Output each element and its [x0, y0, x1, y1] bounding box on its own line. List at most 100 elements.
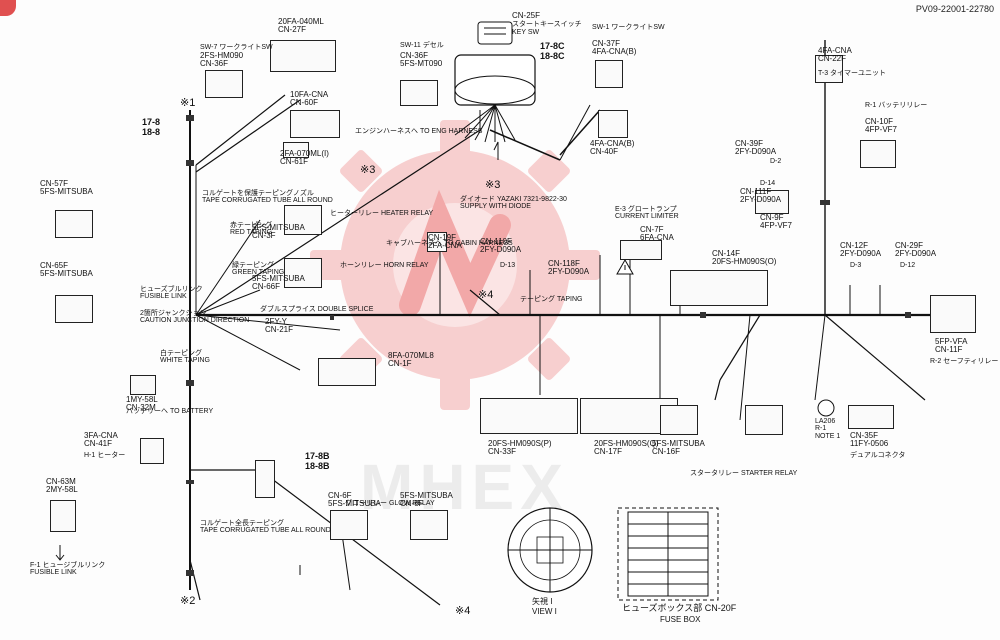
connector-label-cn7f: CN-7F 6FA-CNA: [640, 225, 674, 243]
note-heater-relay: ヒーターリレー HEATER RELAY: [330, 210, 434, 217]
connector-label-cn60f: 10FA-CNA CN-60F: [290, 90, 329, 108]
connector-box-cn33f: [480, 398, 578, 434]
note-double-splice: ダブルスプライス DOUBLE SPLICE: [260, 306, 374, 313]
connector-label-cn11f: 5FP-VFA CN-11F: [935, 337, 968, 355]
connector-label-cn16f: 5FS-MITSUBA CN-16F: [652, 439, 705, 457]
connector-box-cn37f: [595, 60, 623, 88]
connector-box-cn65f: [55, 295, 93, 323]
connector-label-cn110f: CN-110F 2FY-D090A: [480, 237, 522, 255]
connector-box-cn41f: [140, 438, 164, 464]
note-d3: D-3: [850, 262, 862, 269]
connector-sub-cn37f: SW-1 ワークライトSW: [592, 24, 665, 31]
connector-label-cn57f: CN-57F 5FS-MITSUBA: [40, 179, 93, 197]
corner-tab-icon: [0, 0, 16, 16]
note-tape-corrugated-2: コルゲート全長テーピング TAPE CORRUGATED TUBE ALL RO…: [200, 520, 331, 535]
view-label-en: VIEW I: [532, 607, 557, 616]
connector-label-cn40f: 4FA-CNA(B) CN-40F: [590, 139, 635, 157]
connector-label-la206: LA206 R-1 NOTE 1: [815, 418, 841, 440]
connector-box-cn11f: [930, 295, 976, 333]
note-taping: テーピング TAPING: [520, 296, 583, 303]
fusebox-label-jp: ヒューズボックス部 CN-20F: [622, 603, 737, 613]
connector-box-cn66f: [284, 258, 322, 288]
view-label-jp: 矢視 I: [532, 597, 553, 606]
ref-mark-x2: ※2: [180, 595, 196, 607]
connector-label-cn22f: 4FA-CNA CN-22F: [818, 46, 852, 64]
connector-box-cn8f: [410, 510, 448, 540]
connector-box-cn9f: [755, 190, 789, 214]
note-d12: D-12: [900, 262, 916, 269]
ref-label-17-8b: 17-8B: [305, 451, 330, 461]
connector-box-cn20f: [255, 460, 275, 498]
note-d13: D-13: [500, 262, 516, 269]
connector-box-cn40f: [598, 110, 628, 138]
connector-label-cn61f: 2FA-070ML(I) CN-61F: [280, 149, 329, 167]
connector-label-cn17f: 20FS-HM090S(Q) CN-17F: [594, 439, 659, 457]
note-to-battery: バッテリーへ TO BATTERY: [126, 408, 214, 415]
connector-label-cn39f: CN-39F 2FY-D090A: [735, 139, 777, 157]
connector-box-cn6f: [330, 510, 368, 540]
connector-label-cn19f: CN-19F 2FA-CNA: [428, 233, 462, 251]
connector-sub-cn35f: デュアルコネクタ: [850, 452, 906, 459]
connector-box-cn8fb: [745, 405, 783, 435]
note-to-eng-harness: エンジンハーネスへ TO ENG HARNESS: [355, 128, 483, 135]
note-d14: D-14: [760, 180, 776, 187]
connector-label-cn111f: CN-111F 2FY-D090A: [740, 187, 782, 205]
note-starter-relay: スタータリレー STARTER RELAY: [690, 470, 798, 477]
fusebox-label-en: FUSE BOX: [660, 615, 701, 624]
note-glow-relay: グローリレー GLOW RELAY: [345, 500, 435, 507]
note-to-cabin-harness: キャブハーネスへ TO CABIN HARNESS: [386, 240, 513, 247]
connector-box-cn10f: [860, 140, 896, 168]
ref-label-18-8: 18-8: [142, 127, 161, 137]
connector-label-cn10f: CN-10F 4FP-VF7: [865, 117, 898, 135]
note-d2: D-2: [770, 158, 782, 165]
ref-label-17-8c: 17-8C: [540, 41, 565, 51]
page-id: PV09-22001-22780: [915, 4, 994, 14]
note-junction-direction: 2箇所ジャンクション CAUTION JUNCTION DIRECTION: [140, 310, 250, 325]
connector-label-cn9f: CN-9F 4FP-VF7: [760, 213, 793, 231]
ref-mark-x3a: ※3: [360, 164, 376, 176]
note-tape-corrugated: コルゲートを保護テーピングノズル TAPE CORRUGATED TUBE AL…: [202, 190, 333, 205]
note-red-taping: 赤テーピング RED TAPING: [230, 222, 273, 237]
connector-box-cn27f: [270, 40, 336, 72]
connector-box-cn14f: [670, 270, 768, 306]
ref-mark-x1: ※1: [180, 97, 196, 109]
connector-sub-cn41f: H-1 ヒーター: [84, 452, 126, 459]
connector-label-cn21f: 2FY-Y CN-21F: [265, 317, 294, 335]
connector-label-cn27f: 20FA-040ML CN-27F: [278, 17, 324, 35]
connector-box-cn22f: [815, 55, 843, 83]
connector-box-cn63m: [50, 500, 76, 532]
ref-label-18-8c: 18-8C: [540, 51, 565, 61]
connector-box-cn57f: [55, 210, 93, 238]
connector-label-cn118f: CN-118F 2FY-D090A: [548, 259, 590, 277]
connector-label-cn35f: CN-35F 11FY-0506: [850, 431, 889, 449]
connector-label-cn41f: 3FA-CNA CN-41F: [84, 431, 118, 449]
connector-label-cn3f: 5FS-MITSUBA CN-3F: [252, 223, 305, 241]
connector-label-cn6f: CN-6F 5FS-MITSUBA: [328, 491, 381, 509]
connector-box-cn1f: [318, 358, 376, 386]
connector-box-cn35f: [848, 405, 894, 429]
connector-sub-cn36f: SW-7 ワークライトSW: [200, 44, 273, 51]
connector-label-cn36fb: CN-36F 5FS-MT090: [400, 51, 443, 69]
connector-box-cn36f: [205, 70, 243, 98]
note-diode: ダイオード YAZAKI 7321-9822-30 SUPPLY WITH DI…: [460, 196, 567, 211]
connector-box-cn61f: [283, 142, 309, 158]
connector-box-cn36fb: [400, 80, 438, 106]
connector-sub-cn11f: R-2 セーフティリレー: [930, 358, 999, 365]
connector-label-cn25f: CN-25F: [512, 11, 541, 20]
connector-sub-cn10f: R-1 バッテリリレー: [865, 102, 928, 109]
connector-label-cn36f: 2FS-HM090 CN-36F: [200, 51, 244, 69]
connector-label-cn63m: CN-63M 2MY-58L: [46, 477, 78, 495]
connector-sub-cn36fb: SW-11 デセル: [400, 42, 444, 49]
connector-sub-cn25f: スタートキースイッチ: [512, 21, 582, 28]
connector-label-cn37f: CN-37F 4FA-CNA(B): [592, 39, 637, 57]
connector-box-cn60f: [290, 110, 340, 138]
note-fusible-link-1: ヒューズブルリンク FUSIBLE LINK: [140, 286, 203, 301]
connector-box-cn19f: [427, 232, 447, 252]
ref-label-18-8b: 18-8B: [305, 461, 330, 471]
connector-box-cn3f: [284, 205, 322, 235]
note-fusible-link-2: F-1 ヒュージブルリンク FUSIBLE LINK: [30, 562, 106, 577]
ref-mark-x3b: ※3: [485, 179, 501, 191]
connector-label-cn8f: 5FS-MITSUBA CN-8F: [400, 491, 453, 509]
